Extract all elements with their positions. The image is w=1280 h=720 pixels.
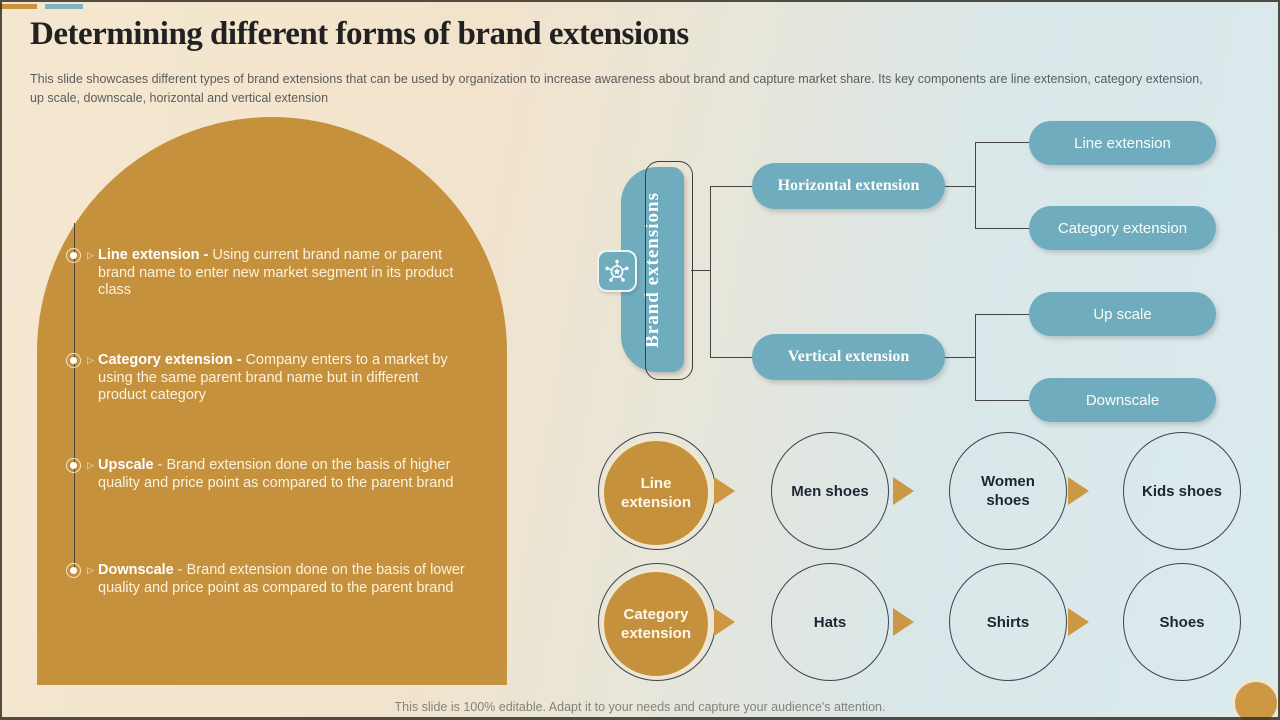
bullet-text: Category extension - Company enters to a… bbox=[98, 352, 448, 403]
bullet-upscale: ▷ Upscale - Brand extension done on the … bbox=[58, 457, 478, 492]
bullet-category-extension: ▷ Category extension - Company enters to… bbox=[58, 352, 478, 405]
corner-accent-circle bbox=[1232, 679, 1280, 720]
bullet-line-extension: ▷ Line extension - Using current brand n… bbox=[58, 247, 478, 300]
arrow-right-icon bbox=[1068, 608, 1089, 636]
chain2-item-circle: Shoes bbox=[1123, 563, 1241, 681]
leaf-up-scale: Up scale bbox=[1029, 292, 1216, 336]
chain1-item-label: Kids shoes bbox=[1141, 482, 1223, 500]
bullet-text: Downscale - Brand extension done on the … bbox=[98, 562, 465, 596]
connector-line bbox=[975, 314, 976, 401]
connector-line bbox=[710, 186, 711, 358]
connector-line bbox=[975, 142, 976, 229]
arrow-right-icon bbox=[893, 608, 914, 636]
chain1-item-label: Men shoes bbox=[791, 482, 869, 500]
chain1-head-fill: Line extension bbox=[601, 438, 711, 548]
chain1-head-circle: Line extension bbox=[598, 432, 716, 550]
right-triangle-bullet-icon: ▷ bbox=[87, 565, 94, 575]
right-triangle-bullet-icon: ▷ bbox=[87, 250, 94, 260]
chain2-item-circle: Hats bbox=[771, 563, 889, 681]
chain2-head-circle: Category extension bbox=[598, 563, 716, 681]
connector-line bbox=[975, 142, 1029, 143]
bullet-downscale: ▷ Downscale - Brand extension done on th… bbox=[58, 562, 478, 597]
arrow-right-icon bbox=[714, 477, 735, 505]
accent-bar-blue bbox=[45, 4, 83, 9]
arch-panel bbox=[37, 117, 507, 685]
connector-line bbox=[945, 357, 975, 358]
connector-line bbox=[975, 314, 1029, 315]
bullet-ring-icon bbox=[66, 458, 81, 473]
chain2-head-label: Category extension bbox=[620, 606, 692, 642]
footer-note: This slide is 100% editable. Adapt it to… bbox=[394, 700, 886, 714]
chain2-head-fill: Category extension bbox=[601, 569, 711, 679]
connector-line bbox=[975, 400, 1029, 401]
bullet-ring-icon bbox=[66, 563, 81, 578]
branch-horizontal-extension: Horizontal extension bbox=[752, 163, 945, 209]
right-triangle-bullet-icon: ▷ bbox=[87, 355, 94, 365]
chain1-item-circle: Women shoes bbox=[949, 432, 1067, 550]
bullet-text: Line extension - Using current brand nam… bbox=[98, 247, 454, 298]
slide-description: This slide showcases different types of … bbox=[30, 72, 1203, 106]
bullet-ring-icon bbox=[66, 353, 81, 368]
arrow-right-icon bbox=[1068, 477, 1089, 505]
chain1-item-circle: Men shoes bbox=[771, 432, 889, 550]
connector-line bbox=[691, 270, 710, 271]
page-title: Determining different forms of brand ext… bbox=[30, 16, 689, 52]
chain2-item-label: Shirts bbox=[986, 613, 1030, 631]
bullet-ring-icon bbox=[66, 248, 81, 263]
connector-line bbox=[945, 186, 975, 187]
chain2-item-label: Hats bbox=[813, 613, 847, 631]
arrow-right-icon bbox=[893, 477, 914, 505]
root-node-outline bbox=[645, 161, 693, 380]
leaf-line-extension: Line extension bbox=[1029, 121, 1216, 165]
accent-bar-gold bbox=[0, 4, 37, 9]
leaf-downscale: Downscale bbox=[1029, 378, 1216, 422]
chain1-head-label: Line extension bbox=[620, 475, 692, 511]
chain1-item-circle: Kids shoes bbox=[1123, 432, 1241, 550]
chain2-item-label: Shoes bbox=[1159, 613, 1205, 631]
bullet-timeline-line bbox=[74, 223, 75, 571]
bullet-text: Upscale - Brand extension done on the ba… bbox=[98, 457, 454, 491]
leaf-category-extension: Category extension bbox=[1029, 206, 1216, 250]
connector-line bbox=[710, 186, 752, 187]
branch-vertical-extension: Vertical extension bbox=[752, 334, 945, 380]
chain1-item-label: Women shoes bbox=[981, 473, 1035, 509]
connector-line bbox=[975, 228, 1029, 229]
star-badge-icon bbox=[597, 250, 637, 292]
connector-line bbox=[710, 357, 752, 358]
chain2-item-circle: Shirts bbox=[949, 563, 1067, 681]
arrow-right-icon bbox=[714, 608, 735, 636]
right-triangle-bullet-icon: ▷ bbox=[87, 460, 94, 470]
